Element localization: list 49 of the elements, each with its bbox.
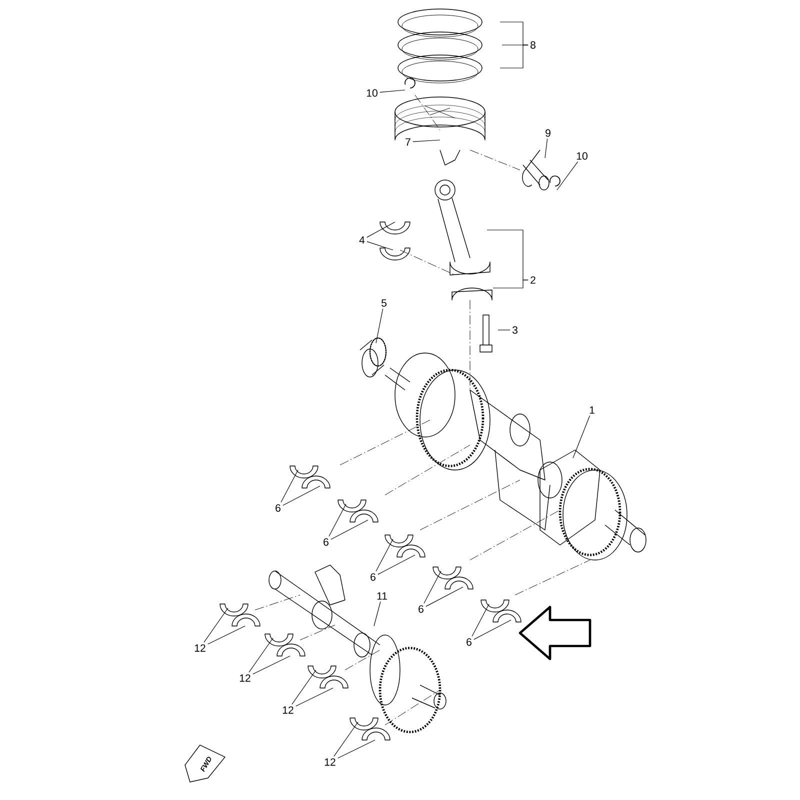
leader-line bbox=[472, 604, 490, 637]
callout-number: 11 bbox=[377, 592, 387, 600]
callout-number: 6 bbox=[276, 504, 280, 512]
callout-number: 9 bbox=[546, 129, 550, 137]
callout-number: 6 bbox=[370, 573, 376, 581]
leader-line bbox=[208, 626, 246, 644]
callout-number: 3 bbox=[512, 326, 518, 334]
callout-number: 7 bbox=[406, 138, 410, 146]
leader-line bbox=[412, 140, 440, 142]
leader-line bbox=[374, 601, 381, 626]
callout-number: 4 bbox=[359, 236, 365, 244]
leader-line bbox=[282, 486, 320, 506]
leader-line bbox=[378, 554, 416, 575]
callout-number: 12 bbox=[324, 758, 336, 766]
leader-line bbox=[296, 688, 334, 706]
leader-line bbox=[424, 570, 442, 604]
leader-line bbox=[334, 722, 358, 757]
leader-line bbox=[248, 638, 274, 673]
leader-line bbox=[544, 138, 548, 158]
leader-line bbox=[366, 241, 394, 250]
callout-number: 1 bbox=[590, 406, 594, 414]
leader-line bbox=[280, 470, 298, 503]
callout-number: 10 bbox=[366, 89, 378, 97]
leader-line bbox=[572, 415, 590, 458]
callout-number: 12 bbox=[240, 674, 250, 682]
leader-line bbox=[376, 538, 394, 572]
leader-line bbox=[338, 740, 376, 758]
callout-number: 6 bbox=[324, 538, 328, 546]
leader-line bbox=[556, 161, 578, 190]
leader-line bbox=[252, 656, 290, 674]
leader-line bbox=[366, 222, 396, 238]
callout-number: 10 bbox=[576, 152, 588, 160]
leader-line bbox=[330, 520, 368, 540]
callout-number: 8 bbox=[530, 41, 536, 49]
leader-line bbox=[292, 670, 316, 705]
callout-number: 6 bbox=[466, 638, 472, 646]
leader-line bbox=[500, 44, 528, 68]
callout-number: 12 bbox=[282, 706, 294, 714]
callout-number: 6 bbox=[418, 605, 424, 613]
callout-number: 5 bbox=[382, 299, 386, 307]
leader-line bbox=[376, 308, 384, 344]
leader-line bbox=[492, 280, 528, 288]
leader-line bbox=[328, 504, 346, 537]
callout-number: 12 bbox=[194, 644, 206, 652]
leader-line bbox=[380, 90, 406, 93]
callout-number: 2 bbox=[530, 276, 536, 284]
leader-line bbox=[204, 608, 228, 643]
leader-line bbox=[426, 586, 464, 607]
leader-line bbox=[474, 620, 512, 640]
